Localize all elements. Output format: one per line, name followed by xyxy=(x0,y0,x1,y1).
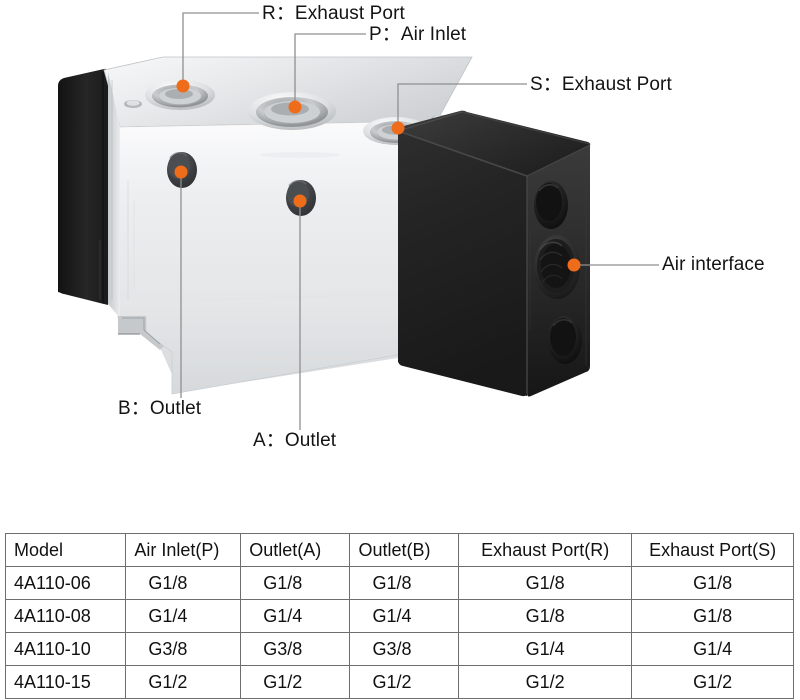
callout-dot-b xyxy=(174,165,188,179)
cell-model: 4A110-06 xyxy=(4,566,127,600)
black-block-upper-hole xyxy=(534,181,568,229)
black-block-lower-hole xyxy=(548,316,582,364)
left-black-endcap xyxy=(58,68,120,305)
cell-outlet-b: G1/2 xyxy=(349,665,460,699)
cell-exhaust-port-r: G1/8 xyxy=(458,599,633,633)
cell-outlet-b: G1/8 xyxy=(349,566,460,600)
cell-exhaust-port-r: G1/8 xyxy=(458,566,633,600)
column-header-exhaust-port-r: Exhaust Port(R) xyxy=(458,533,633,567)
cell-exhaust-port-s: G1/2 xyxy=(631,665,794,699)
cell-exhaust-port-s: G1/4 xyxy=(631,632,794,666)
cell-exhaust-port-s: G1/8 xyxy=(631,566,794,600)
spec-table-body: 4A110-06 G1/8 G1/8 G1/8 G1/8 G1/8 4A110-… xyxy=(4,566,794,699)
table-row: 4A110-10 G3/8 G3/8 G3/8 G1/4 G1/4 xyxy=(4,632,794,666)
cell-air-inlet-p: G3/8 xyxy=(125,632,242,666)
callout-dot-s xyxy=(391,121,405,135)
callout-label-r-exhaust-port: R：Exhaust Port xyxy=(262,3,405,24)
spec-table-head: Model Air Inlet(P) Outlet(A) Outlet(B) E… xyxy=(4,533,794,567)
cell-outlet-b: G3/8 xyxy=(349,632,460,666)
cell-outlet-a: G1/2 xyxy=(240,665,351,699)
column-header-exhaust-port-s: Exhaust Port(S) xyxy=(631,533,794,567)
callout-dot-r xyxy=(176,79,190,93)
leader-lines xyxy=(180,12,659,430)
callout-dot-a xyxy=(293,194,307,208)
cell-air-inlet-p: G1/4 xyxy=(125,599,242,633)
air-interface-threaded-port xyxy=(534,235,580,299)
cell-exhaust-port-r: G1/2 xyxy=(458,665,633,699)
callout-label-s-exhaust-port: S：Exhaust Port xyxy=(530,74,672,95)
product-illustration: R：Exhaust Port P：Air Inlet S：Exhaust Por… xyxy=(58,3,765,451)
cell-model: 4A110-15 xyxy=(4,665,127,699)
table-row: 4A110-06 G1/8 G1/8 G1/8 G1/8 G1/8 xyxy=(4,566,794,600)
callout-label-b-outlet: B：Outlet xyxy=(118,398,202,419)
cell-outlet-a: G3/8 xyxy=(240,632,351,666)
table-row: 4A110-15 G1/2 G1/2 G1/2 G1/2 G1/2 xyxy=(4,665,794,699)
cell-exhaust-port-r: G1/4 xyxy=(458,632,633,666)
column-header-air-inlet-p: Air Inlet(P) xyxy=(125,533,242,567)
cell-outlet-a: G1/8 xyxy=(240,566,351,600)
table-row: 4A110-08 G1/4 G1/4 G1/4 G1/8 G1/8 xyxy=(4,599,794,633)
cell-exhaust-port-s: G1/8 xyxy=(631,599,794,633)
cell-outlet-a: G1/4 xyxy=(240,599,351,633)
cell-outlet-b: G1/4 xyxy=(349,599,460,633)
port-r-bolt-hole xyxy=(124,100,142,108)
column-header-outlet-b: Outlet(B) xyxy=(349,533,460,567)
cell-air-inlet-p: G1/2 xyxy=(125,665,242,699)
leader-line-r xyxy=(182,12,259,86)
right-black-block xyxy=(397,110,591,397)
valve-drawing xyxy=(58,12,659,430)
column-header-outlet-a: Outlet(A) xyxy=(240,533,351,567)
column-header-model: Model xyxy=(4,533,127,567)
callout-dots xyxy=(174,79,581,272)
callout-dot-p xyxy=(288,100,302,114)
callout-label-air-interface: Air interface xyxy=(662,254,765,275)
valve-body-silver xyxy=(103,56,473,395)
port-r-top-bore xyxy=(145,80,215,110)
spec-table-header-row: Model Air Inlet(P) Outlet(A) Outlet(B) E… xyxy=(4,533,794,567)
callout-dot-air-interface xyxy=(567,258,581,272)
cell-model: 4A110-10 xyxy=(4,632,127,666)
cell-air-inlet-p: G1/8 xyxy=(125,566,242,600)
cell-model: 4A110-08 xyxy=(4,599,127,633)
callout-label-a-outlet: A：Outlet xyxy=(253,430,337,451)
port-thread-spec-table: Model Air Inlet(P) Outlet(A) Outlet(B) E… xyxy=(4,533,794,699)
leader-line-s xyxy=(397,83,527,128)
spec-table-container: Model Air Inlet(P) Outlet(A) Outlet(B) E… xyxy=(4,533,794,699)
leader-line-p xyxy=(294,33,366,107)
callout-label-p-air-inlet: P：Air Inlet xyxy=(369,24,467,45)
